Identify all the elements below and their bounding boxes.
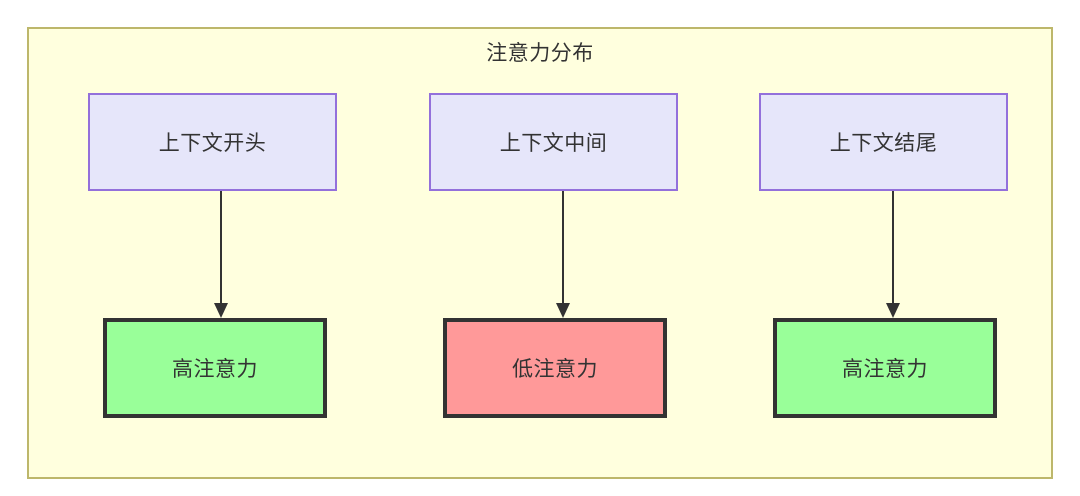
cluster-title: 注意力分布: [486, 42, 594, 65]
node-context-start[interactable]: 上下文开头: [88, 93, 337, 191]
node-context-end-label: 上下文结尾: [829, 132, 938, 155]
edge-context-end-to-attention: [884, 191, 900, 318]
node-context-start-label: 上下文开头: [158, 132, 267, 155]
node-high-attention-start[interactable]: 高注意力: [103, 318, 327, 418]
node-context-middle[interactable]: 上下文中间: [429, 93, 678, 191]
node-low-attention-middle[interactable]: 低注意力: [443, 318, 667, 418]
node-high-attention-end[interactable]: 高注意力: [773, 318, 997, 418]
node-context-end[interactable]: 上下文结尾: [759, 93, 1008, 191]
arrow-down-icon: [556, 191, 570, 318]
edge-context-middle-to-attention: [554, 191, 570, 318]
arrow-down-icon: [214, 191, 228, 318]
node-high-attention-end-label: 高注意力: [842, 358, 928, 381]
edge-context-start-to-attention: [212, 191, 228, 318]
node-context-middle-label: 上下文中间: [499, 132, 608, 155]
node-low-attention-middle-label: 低注意力: [512, 358, 598, 381]
arrow-down-icon: [886, 191, 900, 318]
node-high-attention-start-label: 高注意力: [172, 358, 258, 381]
